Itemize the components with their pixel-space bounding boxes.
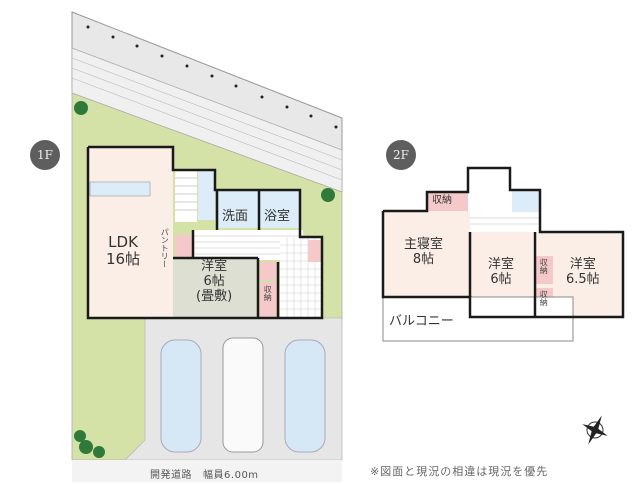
parked-cars — [160, 337, 326, 453]
fence-posts — [86, 25, 338, 129]
western-room-2f-b-name: 洋室 — [569, 257, 596, 272]
western-room-1f-name: 洋室 — [201, 259, 228, 274]
storage-2f-low-label: 収納 — [539, 290, 549, 306]
disclaimer: ※図面と現況の相違は現況を優先 — [370, 465, 549, 478]
south-road — [72, 460, 342, 482]
ldk-room: LDK 16帖 — [106, 233, 141, 269]
storage-1f-label: 収納 — [263, 285, 273, 301]
brick-pattern — [71, 57, 343, 181]
western-room-2f-a: 洋室 6帖 — [488, 257, 515, 288]
storage-2f-top-label: 収納 — [432, 195, 452, 206]
washroom-label: 洗面 — [222, 209, 249, 224]
floor2-badge: 2F — [386, 140, 416, 170]
floor1-badge: 1F — [30, 140, 60, 170]
western-room-2f-a-size: 6帖 — [490, 271, 512, 287]
floor1-plan — [86, 145, 324, 320]
storage-2f-mid-label: 収納 — [539, 258, 549, 274]
ldk-name: LDK — [108, 233, 138, 251]
western-room-2f-b: 洋室 6.5帖 — [566, 257, 600, 288]
western-room-2f-b-size: 6.5帖 — [566, 271, 600, 287]
road-name: 開発道路 — [150, 470, 192, 481]
ldk-size: 16帖 — [106, 250, 141, 269]
master-bedroom-size: 8帖 — [412, 251, 435, 267]
balcony-label: バルコニー — [389, 314, 454, 329]
western-room-1f: 洋室 6帖 (畳敷) — [196, 259, 233, 305]
master-bedroom-name: 主寝室 — [404, 237, 444, 252]
western-room-1f-size: 6帖 — [203, 273, 225, 289]
western-room-1f-note: (畳敷) — [196, 288, 233, 304]
road-label: 開発道路 幅員6.00m — [150, 466, 259, 481]
pantry-label: パントリー — [160, 228, 170, 268]
compass-icon — [582, 415, 608, 445]
bathroom-label: 浴室 — [264, 209, 291, 224]
trees — [74, 101, 335, 458]
floor2-plan — [381, 166, 625, 342]
master-bedroom: 主寝室 8帖 — [404, 237, 444, 268]
western-room-2f-a-name: 洋室 — [488, 257, 515, 272]
road-width: 幅員6.00m — [203, 470, 259, 481]
